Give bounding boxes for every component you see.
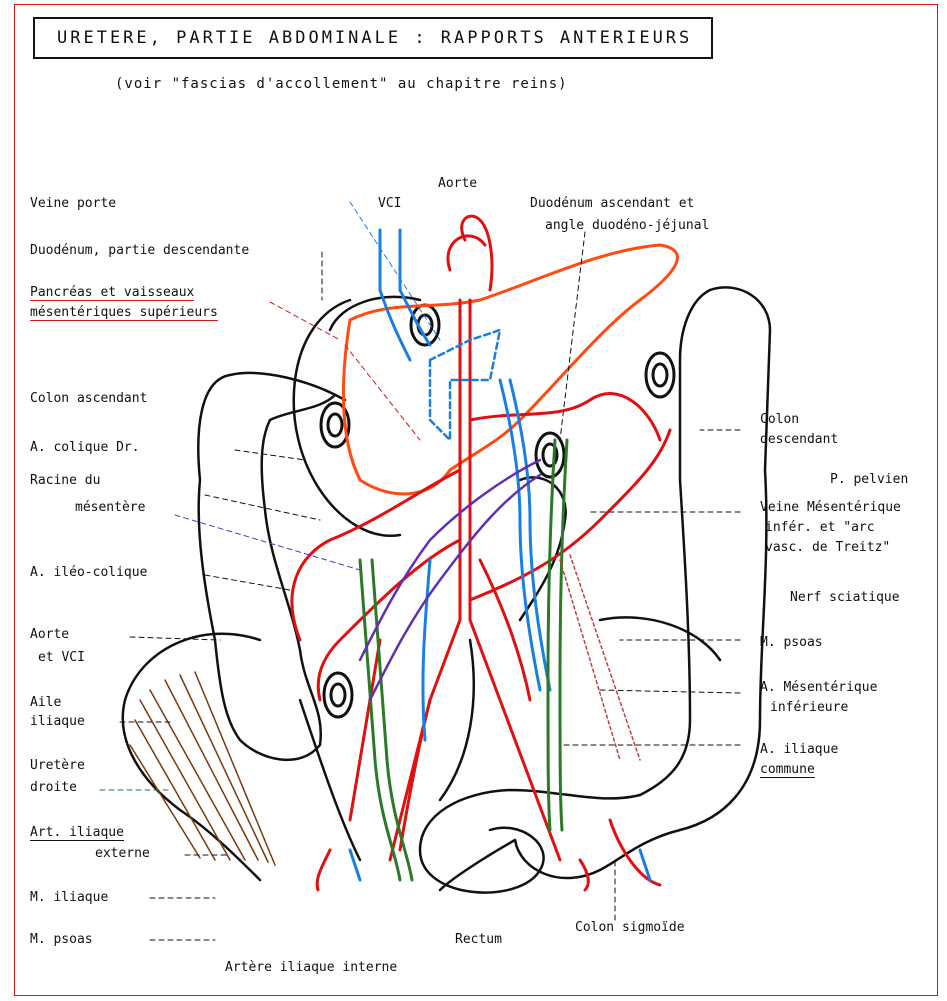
label-aorte-top: Aorte xyxy=(438,176,477,191)
label-nerf-sciatique: Nerf sciatique xyxy=(790,590,900,605)
label-pancreas-2: mésentériques supérieurs xyxy=(30,305,218,321)
label-m-psoas-right: M. psoas xyxy=(760,635,823,650)
label-vci-top: VCI xyxy=(378,196,401,211)
label-art-iliaque-1: Art. iliaque xyxy=(30,825,124,841)
label-veine-mes-1: Veine Mésentérique xyxy=(760,500,901,515)
label-uretere-2: droite xyxy=(30,780,77,795)
label-art-iliaque-interne: Artère iliaque interne xyxy=(225,960,397,975)
label-aile-2: iliaque xyxy=(30,714,85,729)
label-a-iliaque-comm-1: A. iliaque xyxy=(760,742,838,757)
label-duodenum-asc-2: angle duodéno-jéjunal xyxy=(545,218,709,233)
label-colon-desc-1: Colon xyxy=(760,412,799,427)
label-racine-1: Racine du xyxy=(30,473,100,488)
label-aorte-vci-1: Aorte xyxy=(30,627,69,642)
label-rectum: Rectum xyxy=(455,932,502,947)
label-a-mes-inf-1: A. Mésentérique xyxy=(760,680,877,695)
label-duodenum-asc-1: Duodénum ascendant et xyxy=(530,196,694,211)
label-aile-1: Aile xyxy=(30,695,61,710)
label-p-pelvien: P. pelvien xyxy=(830,472,908,487)
label-duodenum-desc: Duodénum, partie descendante xyxy=(30,243,249,258)
label-colon-desc-2: descendant xyxy=(760,432,838,447)
label-art-iliaque-2: externe xyxy=(95,846,150,861)
pancreas xyxy=(343,245,677,494)
label-pancreas-1: Pancréas et vaisseaux xyxy=(30,285,194,301)
label-veine-mes-3: vasc. de Treitz" xyxy=(765,540,890,555)
label-uretere-1: Uretère xyxy=(30,758,85,773)
veins xyxy=(350,230,650,880)
label-a-iliaque-comm-2: commune xyxy=(760,762,815,778)
label-veine-porte: Veine porte xyxy=(30,196,116,211)
label-colon-asc: Colon ascendant xyxy=(30,391,147,406)
label-aorte-vci-2: et VCI xyxy=(38,650,85,665)
label-m-iliaque: M. iliaque xyxy=(30,890,108,905)
label-veine-mes-2: infér. et "arc xyxy=(765,520,875,535)
label-m-psoas-left: M. psoas xyxy=(30,932,93,947)
label-colon-sigmoide: Colon sigmoïde xyxy=(575,920,685,935)
label-a-colique: A. colique Dr. xyxy=(30,440,140,455)
arteries xyxy=(292,216,670,890)
label-a-mes-inf-2: inférieure xyxy=(770,700,848,715)
label-a-ileo: A. iléo-colique xyxy=(30,565,147,580)
portal-vein-dashed xyxy=(430,330,500,440)
label-racine-2: mésentère xyxy=(75,500,145,515)
